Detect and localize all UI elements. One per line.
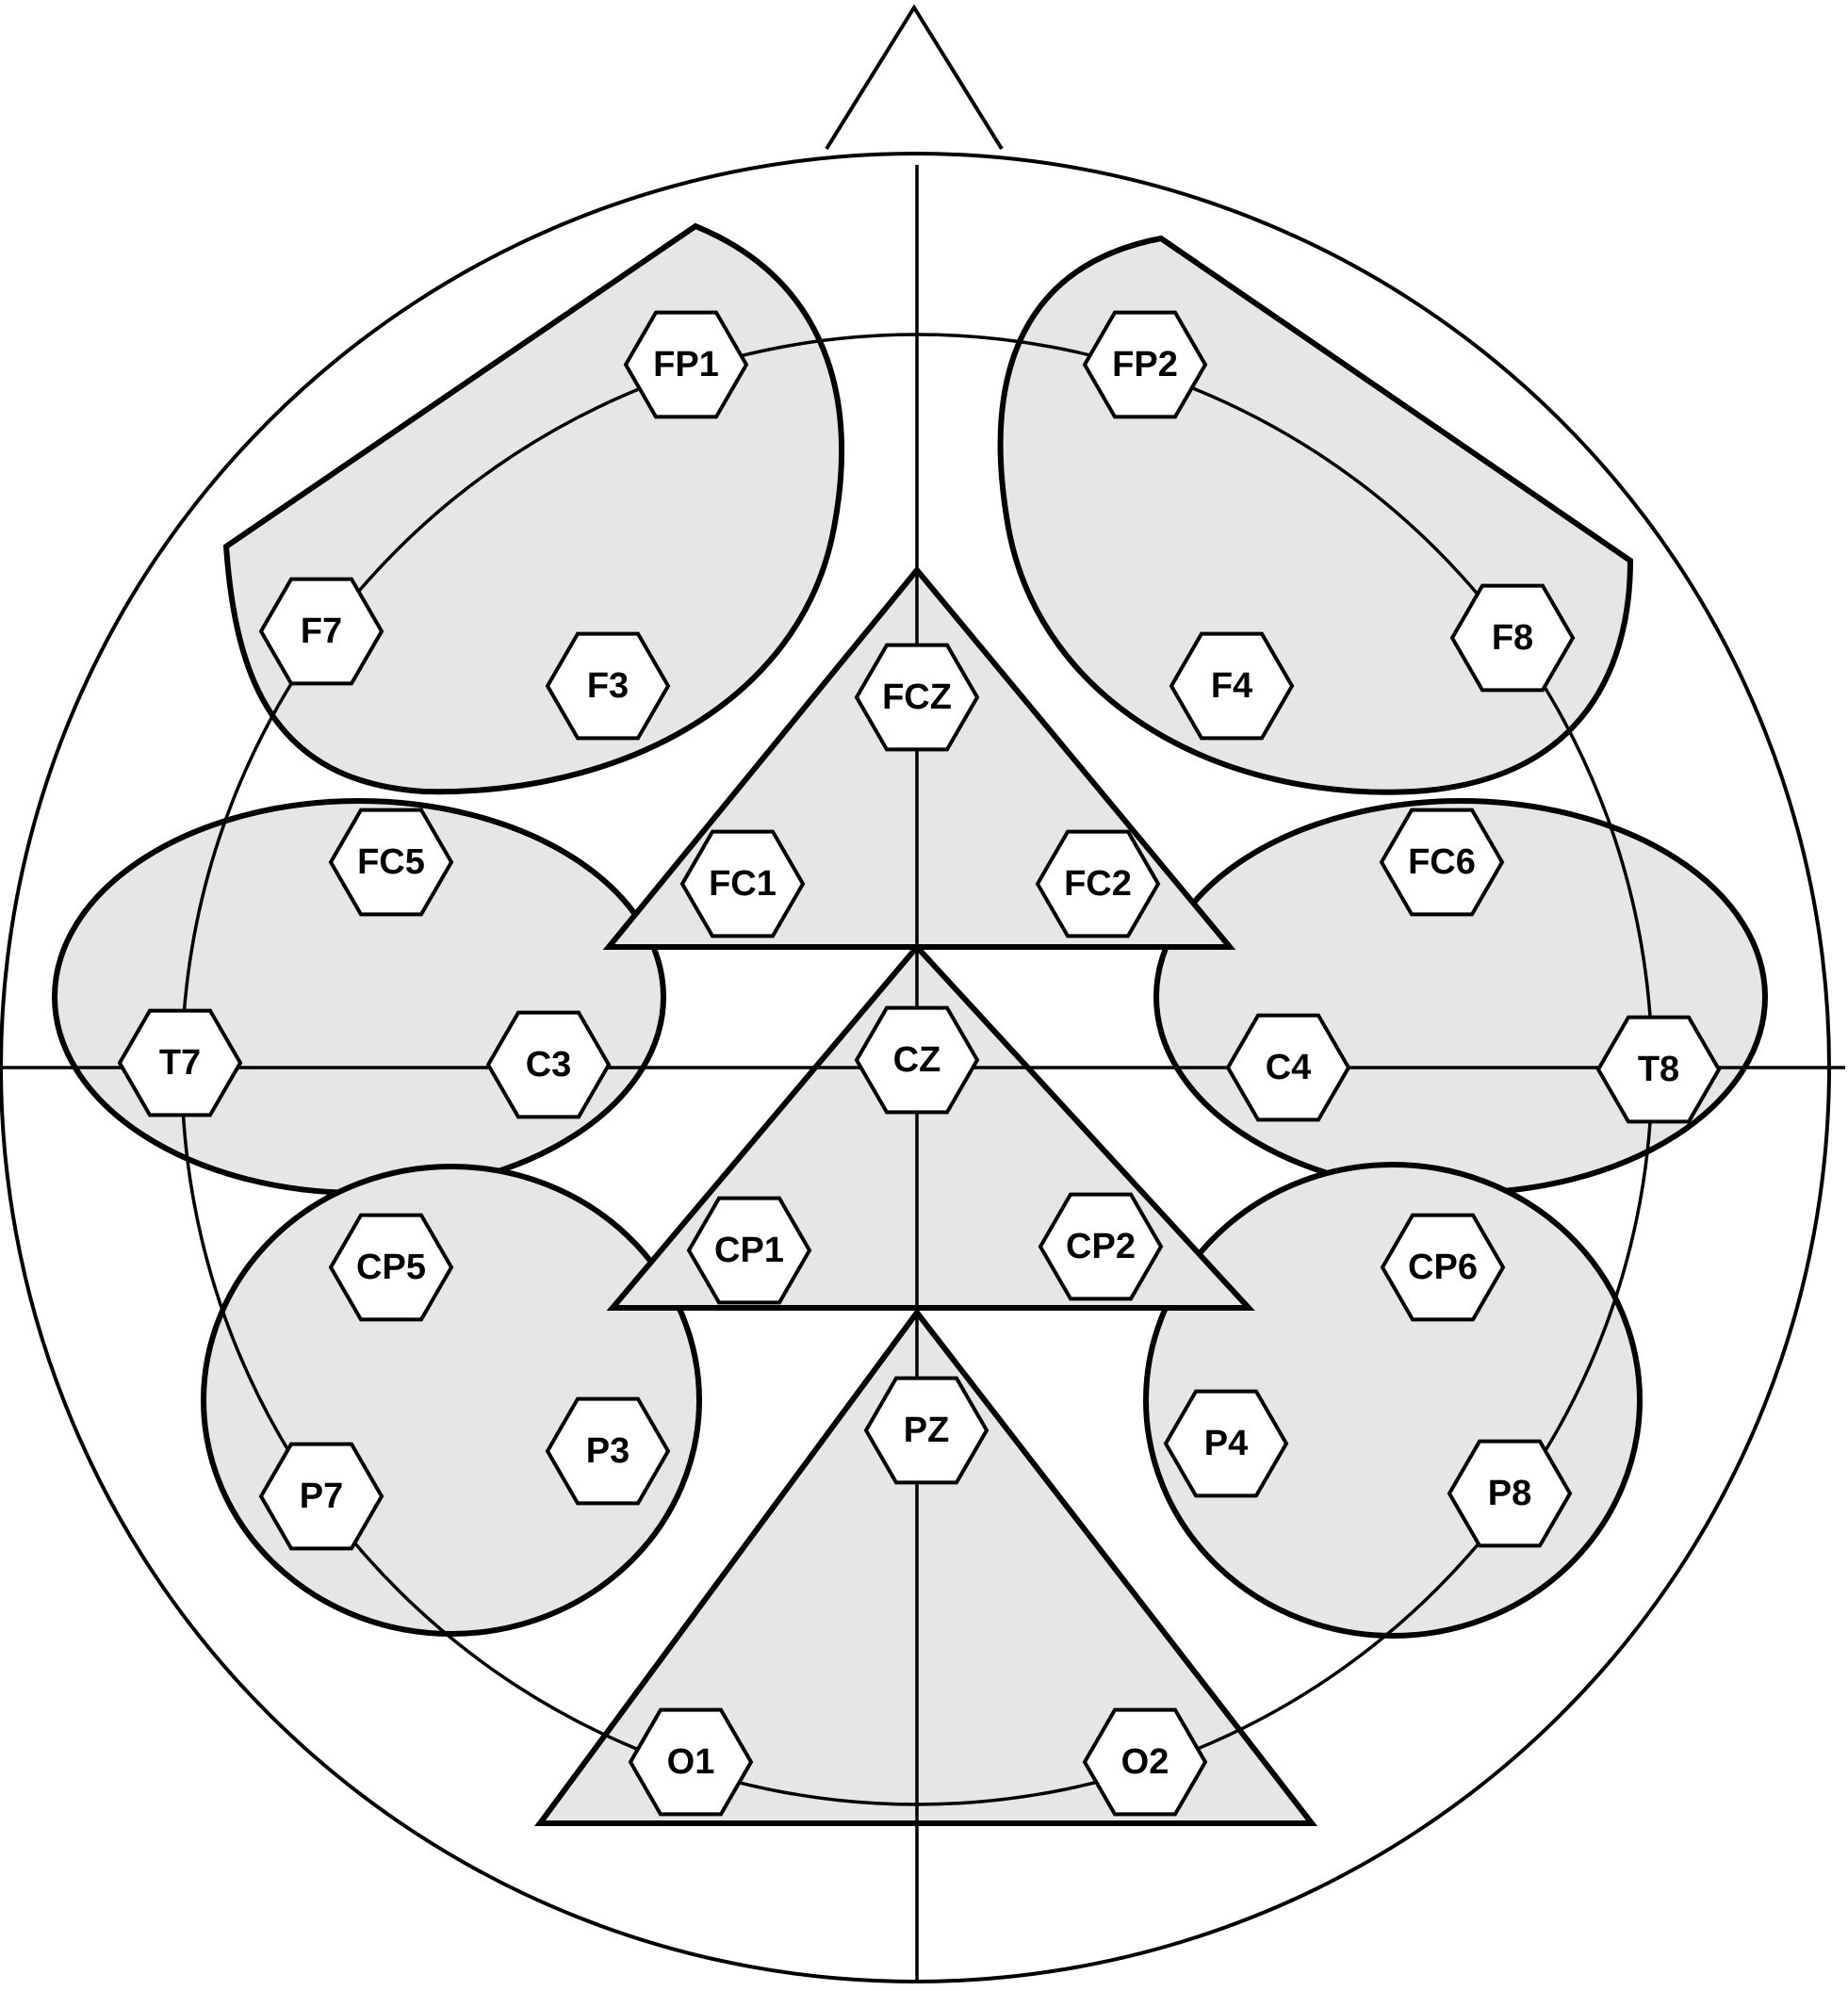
electrode-label: FC1 bbox=[709, 864, 777, 904]
electrode-cp2: CP2 bbox=[1038, 1192, 1164, 1301]
electrode-hexagon-icon bbox=[545, 631, 671, 741]
electrode-label: CP1 bbox=[714, 1231, 784, 1270]
electrode-label: O1 bbox=[667, 1742, 715, 1782]
electrode-o1: O1 bbox=[628, 1707, 754, 1817]
electrode-label: FC2 bbox=[1064, 864, 1132, 904]
electrode-label: O2 bbox=[1121, 1742, 1169, 1782]
electrode-hexagon-icon bbox=[485, 1010, 612, 1119]
electrode-hexagon-icon bbox=[686, 1196, 812, 1305]
electrode-hexagon-icon bbox=[1082, 1707, 1208, 1817]
electrode-hexagon-icon bbox=[854, 643, 980, 752]
electrode-p3: P3 bbox=[545, 1396, 671, 1506]
electrode-label: FC6 bbox=[1408, 842, 1476, 882]
electrode-f7: F7 bbox=[258, 577, 384, 686]
electrode-label: T7 bbox=[159, 1043, 201, 1083]
electrode-label: F7 bbox=[301, 612, 342, 651]
electrode-label: FP1 bbox=[653, 345, 719, 384]
electrode-hexagon-icon bbox=[628, 1707, 754, 1817]
electrode-hexagon-icon bbox=[1595, 1015, 1722, 1124]
electrode-hexagon-icon bbox=[258, 1442, 384, 1551]
electrode-hexagon-icon bbox=[258, 577, 384, 686]
electrode-label: CZ bbox=[893, 1040, 941, 1080]
electrode-hexagon-icon bbox=[117, 1008, 243, 1118]
electrode-fc2: FC2 bbox=[1035, 829, 1161, 938]
electrode-label: FCZ bbox=[882, 677, 952, 717]
electrode-hexagon-icon bbox=[1082, 310, 1208, 419]
electrode-hexagon-icon bbox=[328, 1213, 454, 1322]
electrode-label: FP2 bbox=[1112, 345, 1178, 384]
electrode-cp1: CP1 bbox=[686, 1196, 812, 1305]
electrode-hexagon-icon bbox=[1169, 631, 1295, 741]
electrode-label: F4 bbox=[1211, 666, 1252, 706]
electrode-f3: F3 bbox=[545, 631, 671, 741]
electrode-fc6: FC6 bbox=[1379, 808, 1505, 917]
electrode-hexagon-icon bbox=[854, 1005, 980, 1115]
electrode-c4: C4 bbox=[1225, 1013, 1351, 1122]
electrode-label: F3 bbox=[587, 666, 629, 706]
electrode-f4: F4 bbox=[1169, 631, 1295, 741]
electrode-label: P8 bbox=[1488, 1474, 1531, 1513]
electrode-hexagon-icon bbox=[1449, 583, 1576, 693]
electrode-hexagon-icon bbox=[1380, 1213, 1506, 1322]
electrode-hexagon-icon bbox=[1035, 829, 1161, 938]
electrode-label: CP2 bbox=[1066, 1227, 1136, 1266]
electrode-hexagon-icon bbox=[1038, 1192, 1164, 1301]
electrode-fc5: FC5 bbox=[328, 808, 454, 917]
electrode-o2: O2 bbox=[1082, 1707, 1208, 1817]
electrode-fp1: FP1 bbox=[623, 310, 749, 419]
electrode-label: C3 bbox=[526, 1045, 572, 1085]
electrode-label: CP5 bbox=[356, 1248, 426, 1287]
electrode-pz: PZ bbox=[863, 1376, 989, 1485]
electrode-c3: C3 bbox=[485, 1010, 612, 1119]
nose-icon bbox=[825, 4, 1004, 151]
electrode-label: PZ bbox=[904, 1411, 950, 1450]
electrode-p4: P4 bbox=[1163, 1389, 1289, 1498]
electrode-p7: P7 bbox=[258, 1442, 384, 1551]
electrode-hexagon-icon bbox=[545, 1396, 671, 1506]
electrode-hexagon-icon bbox=[1447, 1439, 1573, 1548]
electrode-cz: CZ bbox=[854, 1005, 980, 1115]
electrode-p8: P8 bbox=[1447, 1439, 1573, 1548]
electrode-fcz: FCZ bbox=[854, 643, 980, 752]
electrode-t7: T7 bbox=[117, 1008, 243, 1118]
electrode-hexagon-icon bbox=[1379, 808, 1505, 917]
region-parieto-occipital bbox=[534, 1308, 1318, 1826]
electrode-hexagon-icon bbox=[623, 310, 749, 419]
electrode-label: C4 bbox=[1266, 1048, 1312, 1087]
electrode-fc1: FC1 bbox=[679, 829, 806, 938]
electrode-label: T8 bbox=[1638, 1050, 1679, 1089]
electrode-hexagon-icon bbox=[1163, 1389, 1289, 1498]
electrode-hexagon-icon bbox=[328, 808, 454, 917]
electrode-label: CP6 bbox=[1408, 1248, 1478, 1287]
electrode-t8: T8 bbox=[1595, 1015, 1722, 1124]
electrode-hexagon-icon bbox=[1225, 1013, 1351, 1122]
electrode-label: P3 bbox=[586, 1431, 630, 1471]
electrode-hexagon-icon bbox=[679, 829, 806, 938]
electrode-hexagon-icon bbox=[863, 1376, 989, 1485]
electrode-cp5: CP5 bbox=[328, 1213, 454, 1322]
electrode-f8: F8 bbox=[1449, 583, 1576, 693]
electrode-cp6: CP6 bbox=[1380, 1213, 1506, 1322]
electrode-label: FC5 bbox=[357, 842, 425, 882]
electrode-label: P4 bbox=[1204, 1424, 1248, 1463]
electrode-label: P7 bbox=[300, 1477, 343, 1516]
electrode-fp2: FP2 bbox=[1082, 310, 1208, 419]
electrode-label: F8 bbox=[1492, 618, 1533, 658]
